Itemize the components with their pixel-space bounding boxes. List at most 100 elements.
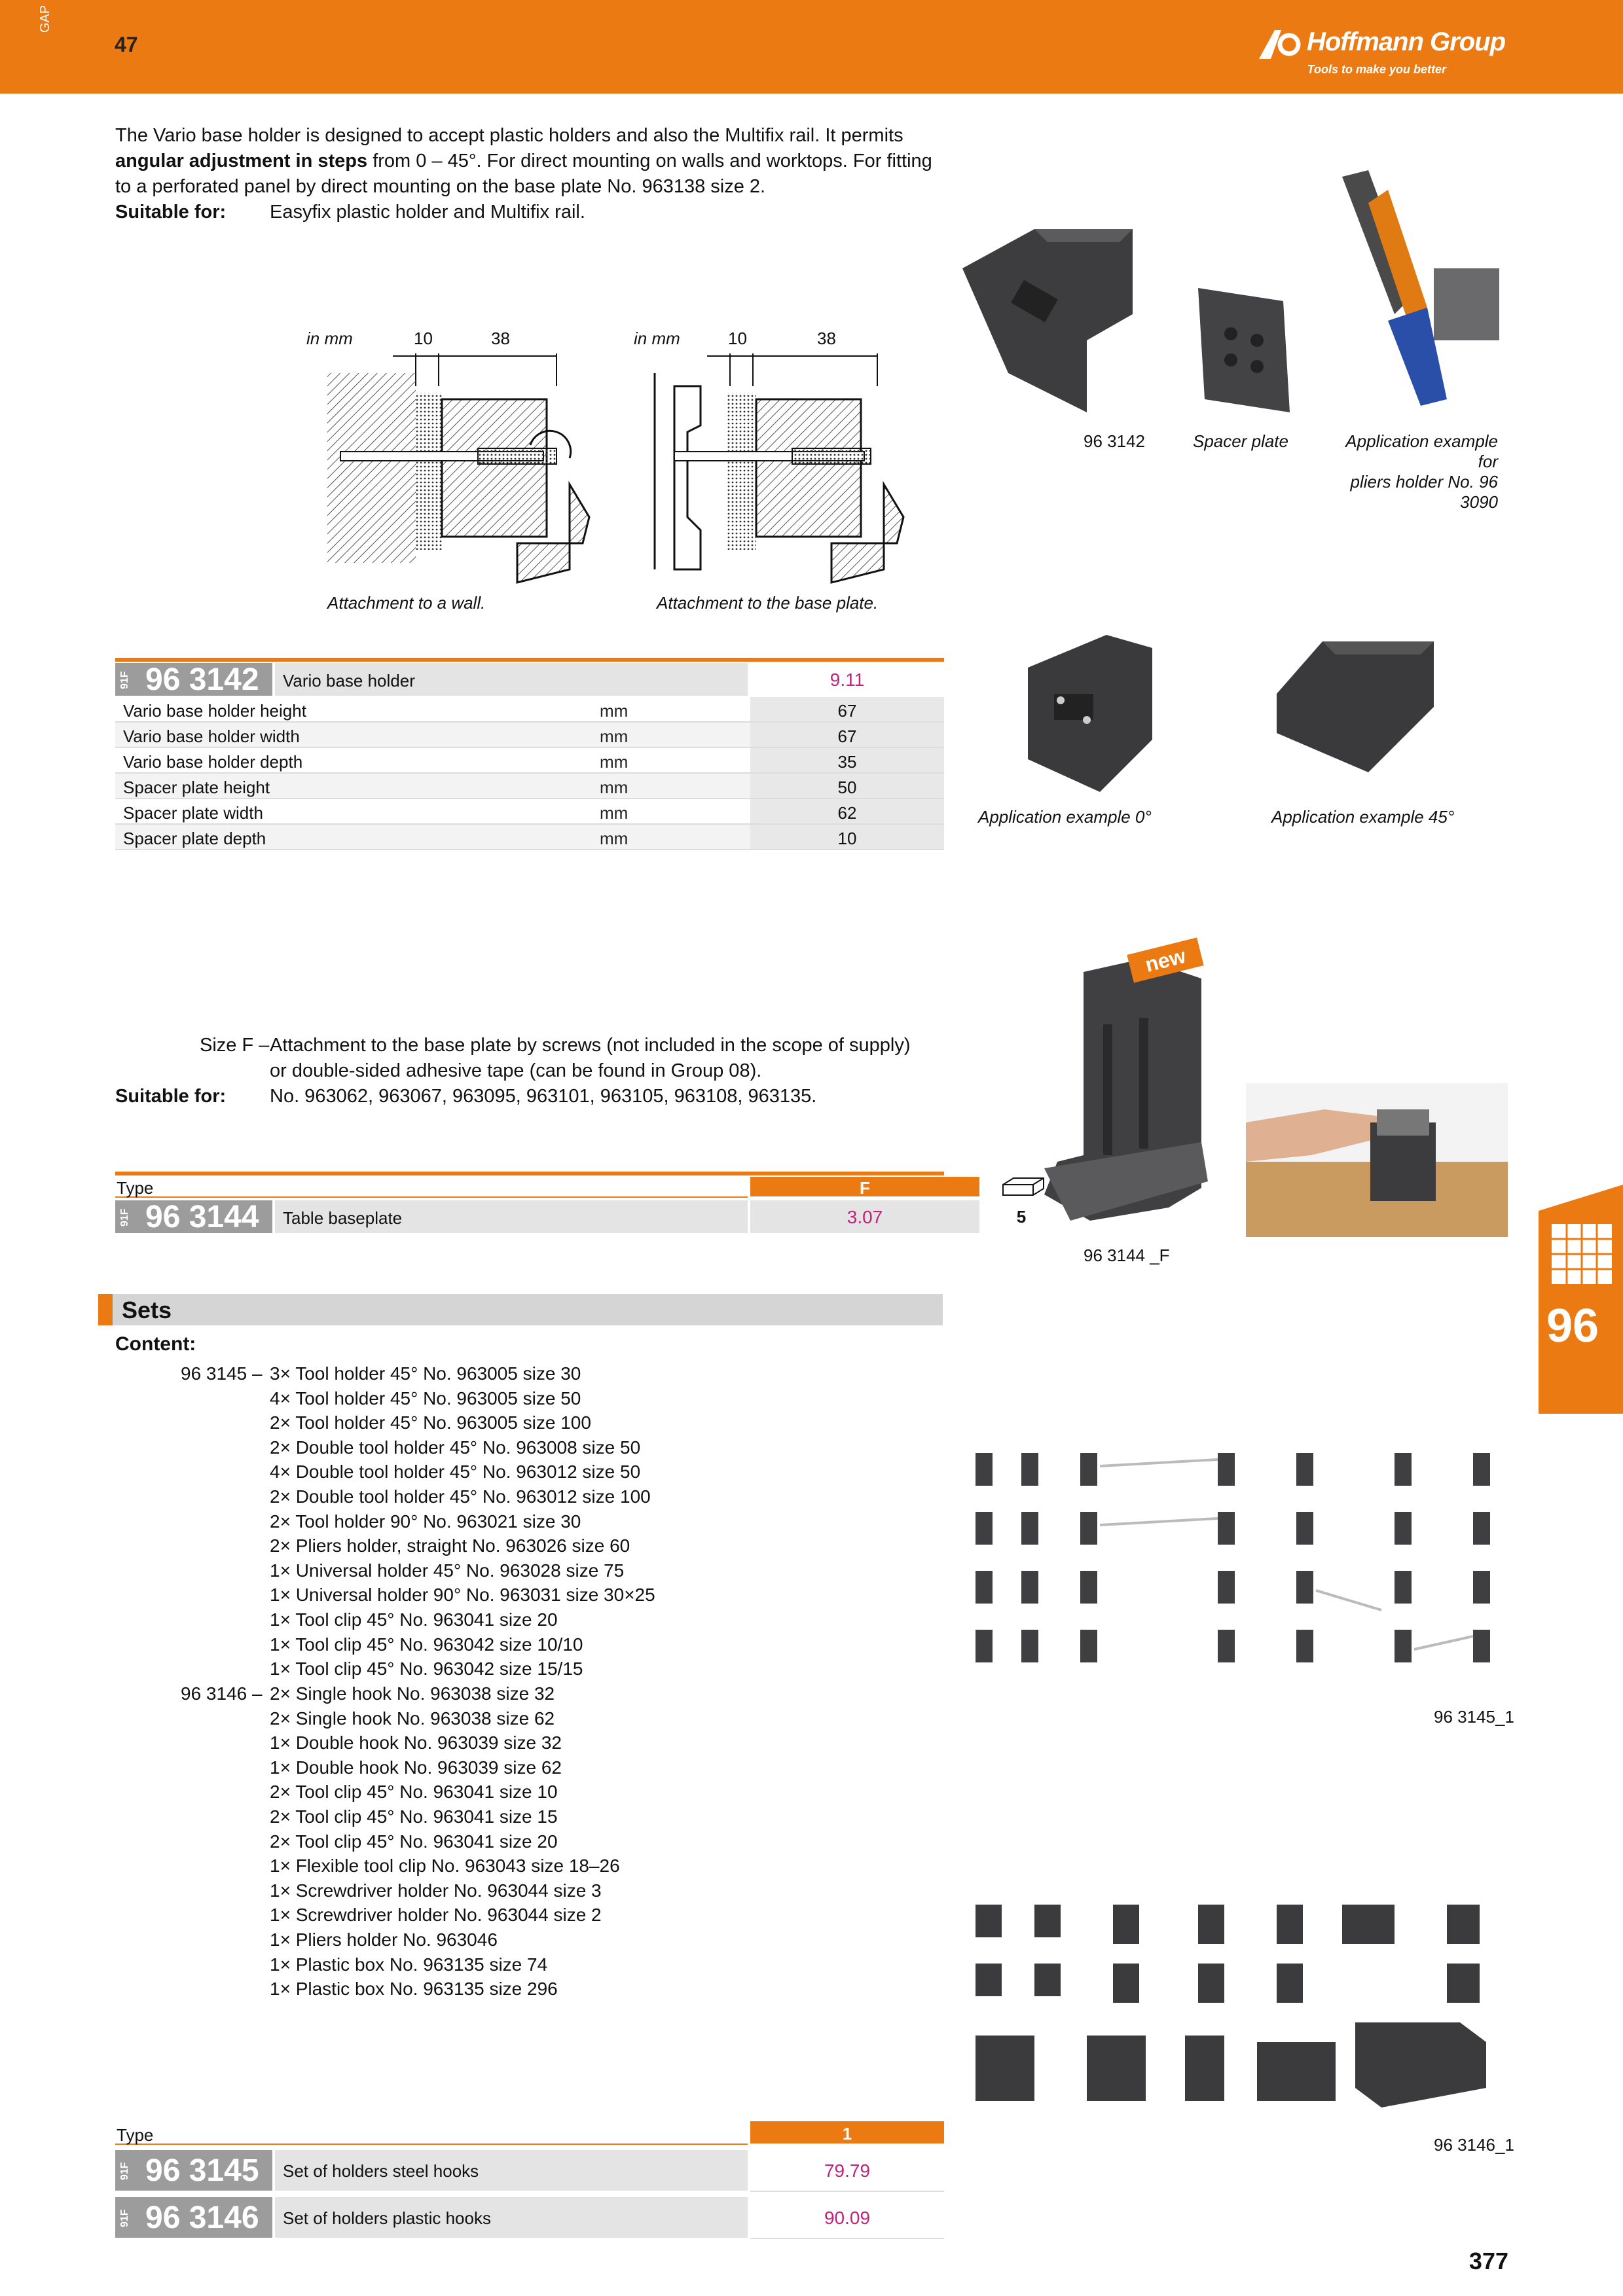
set-item: 3× Tool holder 45° No. 963005 size 30 — [270, 1363, 581, 1384]
spec-value: 50 — [837, 778, 857, 797]
set-item: 1× Screwdriver holder No. 963044 size 2 — [270, 1905, 602, 1926]
set-item: 1× Double hook No. 963039 size 62 — [270, 1757, 562, 1778]
drawing-wall-mount: in mm 10 38 Attachment to a wall. — [301, 327, 642, 615]
set-item: 1× Tool clip 45° No. 963042 size 15/15 — [270, 1659, 583, 1679]
wall-mount-section-drawing — [327, 353, 591, 584]
spec-unit: mm — [600, 701, 629, 721]
vario-base-holder-table: 91F 96 3142 Vario base holder 9.11 Vario… — [115, 658, 944, 854]
product-price: 79.79 — [824, 2161, 871, 2181]
photo-label-article: 96 3142 — [1084, 431, 1145, 451]
set-item: 1× Double hook No. 963039 size 32 — [270, 1732, 562, 1753]
set-963146-photo — [976, 1905, 1486, 2108]
spec-label: Vario base holder depth — [123, 752, 303, 772]
spec-unit: mm — [600, 803, 629, 823]
set-item: 2× Tool holder 45° No. 963005 size 100 — [270, 1412, 591, 1433]
set-item: 4× Tool holder 45° No. 963005 size 50 — [270, 1388, 581, 1408]
catalog-grid-icon — [1552, 1224, 1612, 1284]
article-cell: 91F 96 3144 — [115, 1200, 272, 1234]
hoffmann-logo-icon — [1259, 30, 1301, 59]
type-value: 1 — [842, 2124, 852, 2144]
chapter-tab[interactable]: 96 — [1539, 1185, 1623, 1414]
set-item: 2× Tool clip 45° No. 963041 size 15 — [270, 1806, 558, 1827]
intro-line-1: The Vario base holder is designed to acc… — [115, 125, 903, 146]
pack-quantity: 5 — [1016, 1207, 1027, 1227]
spec-label: Vario base holder height — [123, 701, 306, 721]
set2-items: 2× Single hook No. 963038 size 32 2× Sing… — [270, 1681, 924, 2001]
caption-plate: Attachment to the base plate. — [657, 593, 879, 613]
page-number: 377 — [1468, 2248, 1508, 2274]
spec-value: 10 — [837, 829, 857, 848]
set-item: 2× Tool clip 45° No. 963041 size 20 — [270, 1831, 558, 1852]
set-item: 2× Tool holder 90° No. 963021 size 30 — [270, 1511, 581, 1532]
spec-label: Spacer plate height — [123, 778, 270, 797]
table-baseplate-photo: new — [1031, 937, 1208, 1234]
article-cell: 91F 96 3142 — [115, 662, 272, 697]
dim-b: 38 — [817, 329, 836, 348]
application-0-photo — [1028, 635, 1152, 792]
brand-tagline: Tools to make you better — [1307, 63, 1446, 76]
set2-id: 96 3146 – — [181, 1683, 263, 1704]
article-number: 96 3144 — [145, 1200, 259, 1234]
caption-wall: Attachment to a wall. — [327, 593, 486, 613]
set-963145-photo — [976, 1453, 1490, 1662]
vario-base-holder-photo — [962, 229, 1133, 412]
set-item: 2× Double tool holder 45° No. 963012 siz… — [270, 1486, 651, 1507]
type-label: Type — [117, 1178, 154, 1198]
brand-logo: Hoffmann Group Tools to make you better — [1243, 26, 1506, 79]
set-item: 2× Double tool holder 45° No. 963008 siz… — [270, 1437, 641, 1458]
photo-label-set1: 96 3145_1 — [1434, 1707, 1514, 1727]
packaging-unit-icon — [1002, 1177, 1044, 1196]
set-item: 1× Screwdriver holder No. 963044 size 3 — [270, 1880, 602, 1901]
set-item: 4× Double tool holder 45° No. 963012 siz… — [270, 1462, 641, 1482]
table-baseplate-table: Type F 91F 96 3144 Table baseplate 3.07 … — [115, 1172, 1044, 1237]
spec-row: Vario base holder height mm 67 — [115, 697, 944, 723]
dim-a: 10 — [414, 329, 433, 348]
photo-label-45: Application example 45° — [1271, 807, 1455, 827]
article-number: 96 3146 — [145, 2200, 259, 2235]
set-item: 1× Flexible tool clip No. 963043 size 18… — [270, 1856, 620, 1876]
dim-a: 10 — [728, 329, 747, 348]
baseplate-usage-photo — [1246, 1083, 1508, 1237]
product-price: 3.07 — [847, 1207, 883, 1227]
product-name: Set of holders plastic hooks — [283, 2208, 491, 2228]
photo-label-app: Application example for pliers holder No… — [1345, 431, 1498, 512]
baseplate-description: Size F – Attachment to the base plate by… — [115, 1035, 911, 1107]
set-item: 2× Single hook No. 963038 size 62 — [270, 1708, 555, 1729]
side-code: GAP — [38, 5, 52, 33]
photo-label-set2: 96 3146_1 — [1434, 2135, 1514, 2155]
pliers-holder-example-photo — [1342, 170, 1499, 406]
set-item: 2× Single hook No. 963038 size 32 — [270, 1683, 555, 1704]
brand-name: Hoffmann Group — [1306, 27, 1506, 56]
spec-row: Spacer plate width mm 62 — [115, 799, 944, 825]
spec-unit: mm — [600, 829, 629, 848]
set-item: 1× Universal holder 45° No. 963028 size … — [270, 1560, 625, 1581]
page-header: GAP 47 Hoffmann Group Tools to make you … — [0, 0, 1623, 94]
set-item: 2× Pliers holder, straight No. 963026 si… — [270, 1535, 630, 1556]
product-price: 90.09 — [824, 2208, 871, 2228]
product-description: The Vario base holder is designed to acc… — [115, 123, 947, 225]
spec-value: 62 — [837, 803, 857, 823]
spec-label: Spacer plate width — [123, 803, 263, 823]
spec-value: 67 — [837, 701, 857, 721]
set-item: 1× Pliers holder No. 963046 — [270, 1929, 498, 1950]
set1-items: 3× Tool holder 45° No. 963005 size 30 4× … — [270, 1361, 924, 1681]
spec-unit: mm — [600, 752, 629, 772]
chapter-page-number: 47 — [115, 33, 138, 56]
spacer-plate-photo — [1198, 288, 1290, 412]
product-name: Table baseplate — [283, 1208, 403, 1228]
drawing-plate-mount: in mm 10 38 Attachment to the base plate… — [629, 327, 969, 615]
set-item: 1× Plastic box No. 963135 size 296 — [270, 1979, 558, 2000]
article-number: 96 3145 — [145, 2153, 259, 2188]
set-item: 2× Tool clip 45° No. 963041 size 10 — [270, 1782, 558, 1803]
product-price: 9.11 — [830, 670, 865, 690]
suitable-for: Suitable for:Easyfix plastic holder and … — [115, 202, 585, 223]
